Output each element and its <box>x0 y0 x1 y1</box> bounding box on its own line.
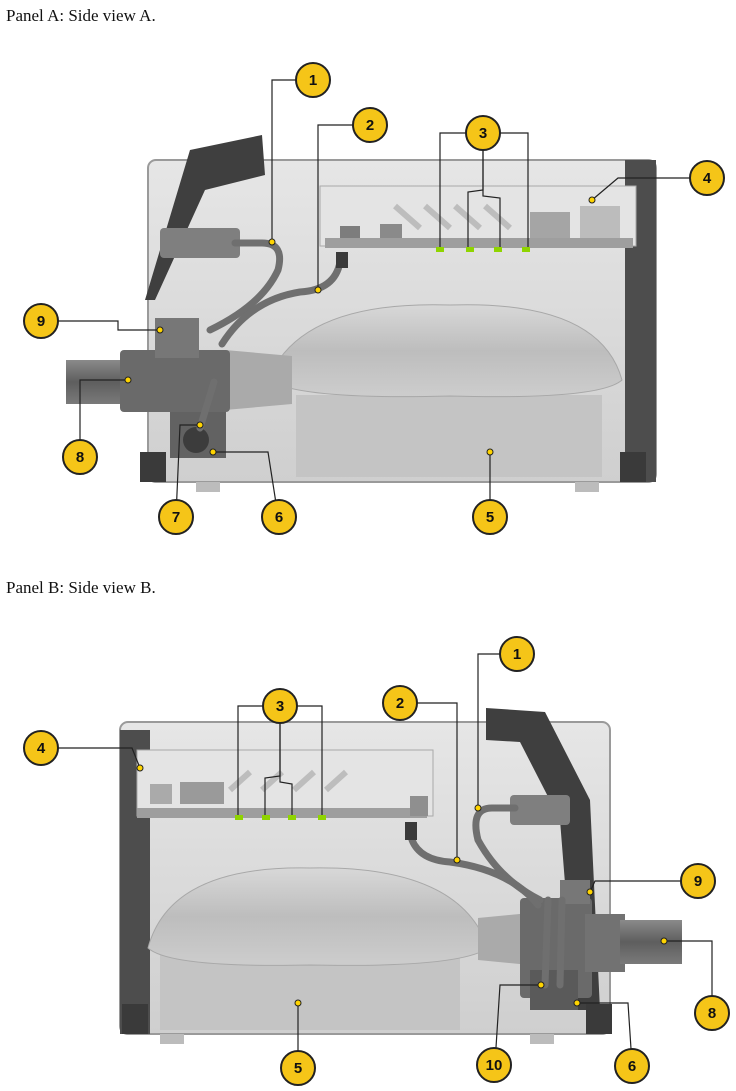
circuit-board-b <box>136 749 434 820</box>
svg-text:3: 3 <box>479 125 487 142</box>
svg-text:8: 8 <box>708 1005 716 1022</box>
pipe-assembly-b <box>510 795 682 1010</box>
panel-a-title: Panel A: Side view A. <box>6 6 156 25</box>
callout-6: 6 <box>261 499 297 535</box>
svg-text:5: 5 <box>294 1060 302 1077</box>
callout-b-10: 10 <box>476 1047 512 1083</box>
callout-9: 9 <box>23 303 59 339</box>
callout-b-1: 1 <box>499 636 535 672</box>
callout-b-4: 4 <box>23 730 59 766</box>
svg-text:7: 7 <box>172 509 180 526</box>
sensor-marker <box>522 247 530 252</box>
sensor-marker <box>466 247 474 252</box>
panel-b-title: Panel B: Side view B. <box>6 578 156 597</box>
pipe-assembly-a <box>66 228 240 458</box>
svg-text:1: 1 <box>513 646 521 663</box>
sensor-marker <box>318 815 326 820</box>
callout-5: 5 <box>472 499 508 535</box>
callout-b-9: 9 <box>680 863 716 899</box>
callout-b-3: 3 <box>262 688 298 724</box>
svg-text:4: 4 <box>703 170 712 187</box>
callout-b-2: 2 <box>382 685 418 721</box>
sensor-marker <box>235 815 243 820</box>
svg-text:6: 6 <box>275 509 283 526</box>
sensor-marker <box>494 247 502 252</box>
svg-text:2: 2 <box>366 117 374 134</box>
callout-7: 7 <box>158 499 194 535</box>
reservoir-bag-a <box>225 304 623 477</box>
sensor-marker <box>288 815 296 820</box>
svg-text:3: 3 <box>276 698 284 715</box>
panel-a-diagram: 1 2 3 4 5 6 7 8 9 <box>23 62 725 535</box>
svg-text:6: 6 <box>628 1058 636 1075</box>
callout-8: 8 <box>62 439 98 475</box>
svg-text:10: 10 <box>486 1057 503 1074</box>
callout-2: 2 <box>352 107 388 143</box>
callout-b-5: 5 <box>280 1050 316 1086</box>
svg-text:4: 4 <box>37 740 46 757</box>
svg-text:9: 9 <box>694 873 702 890</box>
callout-b-8: 8 <box>694 995 730 1031</box>
svg-text:9: 9 <box>37 313 45 330</box>
callout-b-6: 6 <box>614 1048 650 1084</box>
sensor-marker <box>262 815 270 820</box>
sensor-marker <box>436 247 444 252</box>
svg-text:8: 8 <box>76 449 84 466</box>
circuit-board-a <box>319 185 637 252</box>
callout-3: 3 <box>465 115 501 151</box>
svg-text:2: 2 <box>396 695 404 712</box>
svg-text:5: 5 <box>486 509 494 526</box>
callout-4: 4 <box>689 160 725 196</box>
callout-1: 1 <box>295 62 331 98</box>
svg-text:1: 1 <box>309 72 317 89</box>
